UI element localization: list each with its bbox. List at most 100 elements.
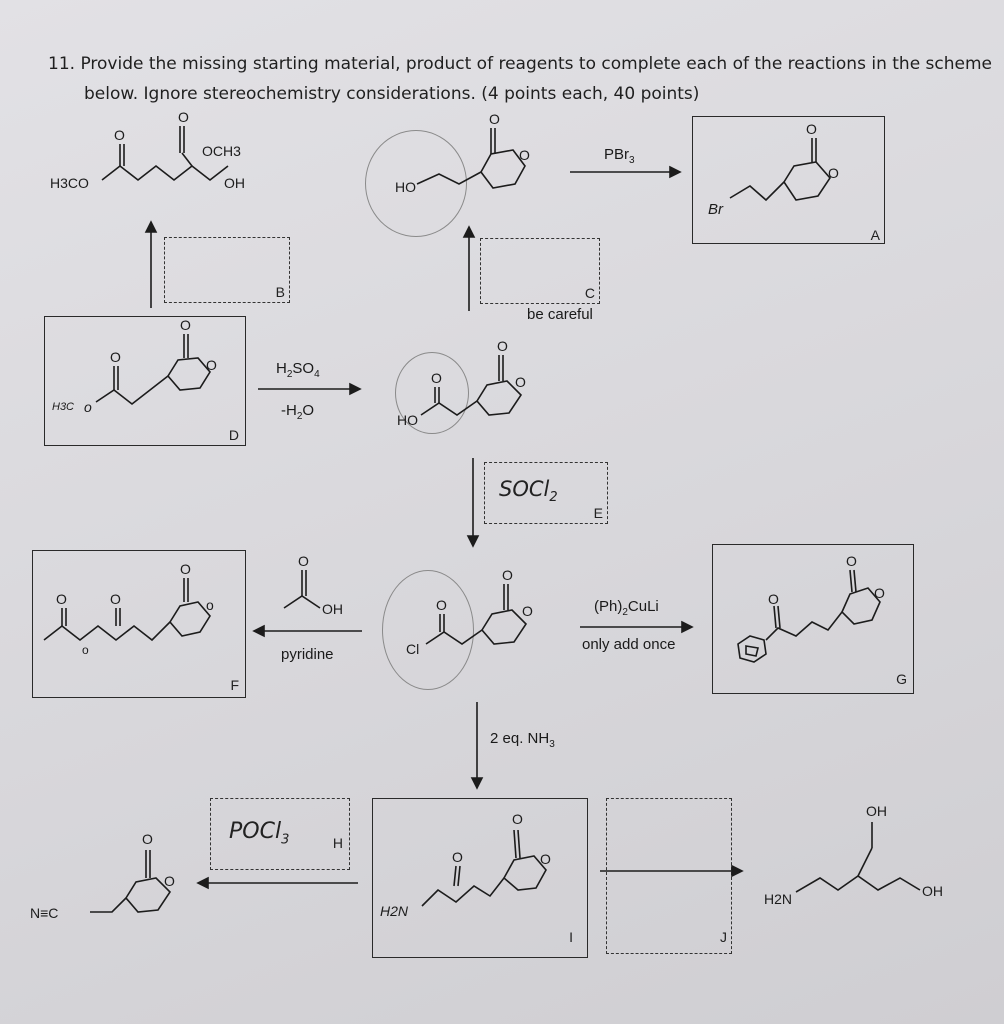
arrow-ph2culi bbox=[580, 620, 694, 634]
question-line-2: below. Ignore stereochemistry considerat… bbox=[84, 84, 700, 104]
molecule-I-handdrawn: O O O H2N bbox=[380, 811, 551, 919]
molecule-acid-chloride: O O O Cl bbox=[406, 567, 533, 657]
pocl3-handwritten: POCl3 bbox=[229, 819, 290, 848]
svg-text:O: O bbox=[497, 338, 508, 354]
br-label: Br bbox=[708, 201, 724, 218]
molecule-F-handdrawn: O O o Oo bbox=[43, 561, 214, 657]
svg-text:O: O bbox=[512, 811, 523, 827]
label-H: H bbox=[332, 835, 343, 851]
nc-label: N≡C bbox=[30, 905, 58, 921]
label-C: C bbox=[584, 285, 595, 301]
acetic-oh-label: OH bbox=[322, 601, 343, 617]
svg-text:O: O bbox=[431, 370, 442, 386]
label-E: E bbox=[593, 505, 603, 521]
answer-box-B: B bbox=[164, 237, 290, 303]
svg-text:O: O bbox=[768, 591, 779, 607]
svg-text:O: O bbox=[180, 561, 191, 577]
svg-text:o: o bbox=[82, 643, 89, 657]
svg-text:O: O bbox=[502, 567, 513, 583]
arrow-pocl3 bbox=[196, 876, 358, 890]
molecule-nitrile: O O N≡C bbox=[30, 831, 175, 921]
answer-box-G: G bbox=[712, 544, 914, 694]
svg-text:O: O bbox=[515, 374, 526, 390]
answer-box-E: SOCl2 E bbox=[484, 462, 608, 524]
h2n-label-diol: H2N bbox=[764, 891, 792, 907]
molecule-acetic-acid: O OH bbox=[283, 553, 343, 617]
question-line-1: 11. Provide the missing starting materia… bbox=[48, 54, 993, 74]
hand-circle-2 bbox=[395, 352, 469, 434]
svg-text:o: o bbox=[84, 399, 92, 415]
svg-text:O: O bbox=[874, 585, 885, 601]
svg-text:O: O bbox=[846, 553, 857, 569]
svg-text:O: O bbox=[164, 873, 175, 889]
answer-box-D: D bbox=[44, 316, 246, 446]
molecule-G-handdrawn: O O O bbox=[737, 553, 885, 663]
answer-box-H: POCl3 H bbox=[210, 798, 350, 870]
hand-circle-1 bbox=[365, 130, 467, 237]
socl2-handwritten: SOCl2 bbox=[499, 477, 558, 506]
answer-box-I: I bbox=[372, 798, 588, 958]
label-J: J bbox=[720, 929, 727, 945]
reagent-nh3: 2 eq. NH3 bbox=[490, 730, 555, 750]
label-B: B bbox=[275, 284, 285, 300]
molecule-top-left: O O H3CO OCH3 OH bbox=[50, 109, 245, 191]
svg-text:O: O bbox=[452, 849, 463, 865]
ho-label-mid: HO bbox=[397, 412, 418, 428]
molecule-middle-acid: O O O HO bbox=[397, 338, 526, 428]
svg-text:O: O bbox=[522, 603, 533, 619]
arrow-down-nh3 bbox=[470, 702, 484, 790]
h3co-label: H3CO bbox=[50, 175, 89, 191]
answer-box-C: C bbox=[480, 238, 600, 304]
arrow-pyridine bbox=[252, 624, 362, 638]
arrow-up-C bbox=[462, 225, 476, 311]
reagent-h2so4: H2SO4 bbox=[276, 360, 320, 380]
arrow-h2so4 bbox=[258, 382, 362, 396]
svg-text:O: O bbox=[298, 553, 309, 569]
svg-text:O: O bbox=[142, 831, 153, 847]
arrow-pbr3 bbox=[570, 165, 682, 179]
svg-text:O: O bbox=[56, 591, 67, 607]
arrow-up-B bbox=[144, 220, 158, 308]
label-F: F bbox=[230, 677, 239, 693]
oh-label-right-diol: OH bbox=[922, 883, 943, 899]
label-A: A bbox=[870, 227, 880, 243]
svg-text:O: O bbox=[489, 111, 500, 127]
hand-circle-3 bbox=[382, 570, 474, 690]
label-G: G bbox=[896, 671, 907, 687]
oh-label-top-diol: OH bbox=[866, 803, 887, 819]
svg-text:O: O bbox=[178, 109, 189, 125]
molecule-top-middle: O O HO bbox=[395, 111, 530, 195]
reagent-pyridine: pyridine bbox=[281, 646, 334, 663]
svg-text:O: O bbox=[110, 591, 121, 607]
label-I: I bbox=[569, 929, 573, 945]
svg-text:O: O bbox=[110, 349, 121, 365]
svg-text:o: o bbox=[206, 597, 214, 613]
oh-label: OH bbox=[224, 175, 245, 191]
reagent-minus-h2o: -H2O bbox=[281, 402, 315, 422]
cl-label: Cl bbox=[406, 641, 419, 657]
svg-text:O: O bbox=[206, 357, 217, 373]
svg-text:O: O bbox=[519, 147, 530, 163]
reagent-pbr3: PBr3 bbox=[604, 146, 635, 166]
molecule-amino-diol: OH OH H2N bbox=[764, 803, 943, 907]
answer-box-A: A bbox=[692, 116, 885, 244]
svg-text:O: O bbox=[806, 121, 817, 137]
svg-text:O: O bbox=[540, 851, 551, 867]
svg-text:O: O bbox=[436, 597, 447, 613]
answer-box-F: F bbox=[32, 550, 246, 698]
reagent-note-be-careful: be careful bbox=[527, 306, 593, 323]
h2n-label-I: H2N bbox=[380, 903, 409, 919]
reagent-ph2culi: (Ph)2CuLi bbox=[594, 598, 659, 618]
svg-text:O: O bbox=[114, 127, 125, 143]
label-D: D bbox=[228, 427, 239, 443]
molecule-D-handdrawn: O O O H3C o bbox=[52, 317, 217, 415]
reagent-only-add-once: only add once bbox=[582, 636, 676, 653]
och3-label: OCH3 bbox=[202, 143, 241, 159]
ho-label-top: HO bbox=[395, 179, 416, 195]
svg-text:O: O bbox=[180, 317, 191, 333]
h3c-label: H3C bbox=[52, 401, 74, 413]
molecule-A-handdrawn: O O Br bbox=[708, 121, 839, 218]
svg-text:O: O bbox=[828, 165, 839, 181]
arrow-down-E bbox=[466, 458, 480, 548]
